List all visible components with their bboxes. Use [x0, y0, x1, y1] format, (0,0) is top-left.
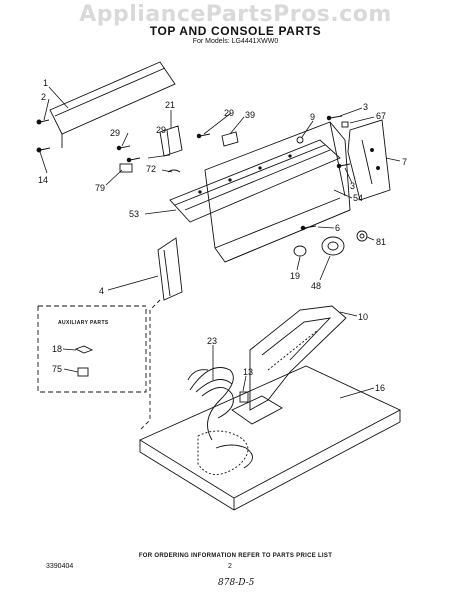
- callout-54: 54: [353, 193, 363, 203]
- callout-labels: 1 2 14 21 29 39 29 29 72 79 53 3 67 9 7 …: [38, 78, 407, 393]
- part-75-clip: [77, 367, 89, 377]
- auxiliary-parts-box: [37, 305, 147, 393]
- part-23-wiring-harness: [187, 367, 234, 441]
- callout-81: 81: [376, 237, 386, 247]
- ordering-info-note: FOR ORDERING INFORMATION REFER TO PARTS …: [138, 553, 333, 559]
- callout-72: 72: [146, 164, 156, 174]
- part-29-screw-a: [196, 133, 211, 139]
- part-4-bracket: [157, 237, 183, 301]
- part-53-console-panel: [169, 139, 341, 223]
- callout-6: 6: [335, 223, 340, 233]
- callout-7: 7: [402, 157, 407, 167]
- part-10-lint-chute: [249, 305, 347, 411]
- part-19-knob: [293, 245, 307, 257]
- callout-29-a: 29: [224, 108, 234, 118]
- callout-67: 67: [376, 111, 386, 121]
- callout-23: 23: [207, 336, 217, 346]
- callout-53: 53: [129, 209, 139, 219]
- page-number: 2: [228, 563, 232, 570]
- handwritten-note: 878-D-5: [218, 578, 255, 588]
- part-9-knob-bushing: [296, 136, 304, 144]
- callout-2: 2: [41, 92, 46, 102]
- callout-39: 39: [245, 110, 255, 120]
- callout-75: 75: [52, 364, 62, 374]
- part-48-knob: [321, 236, 345, 256]
- callout-10: 10: [358, 312, 368, 322]
- part-7-end-cap: [347, 119, 391, 201]
- part-3-screw-b: [336, 163, 351, 169]
- part-67-clip: [341, 121, 349, 128]
- callout-3-b: 3: [350, 181, 355, 191]
- callout-4: 4: [99, 286, 104, 296]
- leader-lines: [39, 86, 401, 399]
- part-1-rear-panel: [49, 61, 176, 148]
- callout-1: 1: [43, 78, 48, 88]
- callout-29-b: 29: [110, 128, 120, 138]
- watermark: AppliancePartsPros.com: [79, 2, 392, 27]
- callout-13: 13: [243, 367, 253, 377]
- part-6-screw: [300, 225, 317, 231]
- part-3-screw-a: [326, 115, 343, 121]
- document-number: 3390404: [46, 563, 74, 570]
- part-18-wire-connector: [74, 345, 94, 354]
- part-2-screw: [36, 119, 50, 125]
- part-14-screw: [36, 147, 51, 153]
- part-21-timer: [159, 125, 183, 157]
- callout-14: 14: [38, 175, 48, 185]
- part-54-console-back: [204, 121, 351, 263]
- part-81-knob: [356, 230, 368, 242]
- callout-79: 79: [95, 183, 105, 193]
- callout-21: 21: [165, 100, 175, 110]
- callout-9: 9: [310, 112, 315, 122]
- callout-18: 18: [52, 344, 62, 354]
- callout-16: 16: [375, 383, 385, 393]
- callout-48: 48: [311, 281, 321, 291]
- callout-3-a: 3: [363, 102, 368, 112]
- part-29-screw-c: [126, 157, 141, 163]
- part-39-switch: [221, 131, 239, 147]
- auxiliary-parts-title: AUXILIARY PARTS: [58, 320, 109, 326]
- part-79-switch: [119, 163, 133, 173]
- part-16-top: [139, 365, 402, 511]
- part-13-thermostat: [239, 391, 249, 403]
- diagram-title: TOP AND CONSOLE PARTS: [149, 24, 322, 38]
- callout-19: 19: [290, 271, 300, 281]
- part-29-screw-b: [116, 145, 131, 151]
- diagram-subtitle: For Models: LG4441XWW0: [192, 38, 279, 45]
- callout-29-c: 29: [156, 125, 166, 135]
